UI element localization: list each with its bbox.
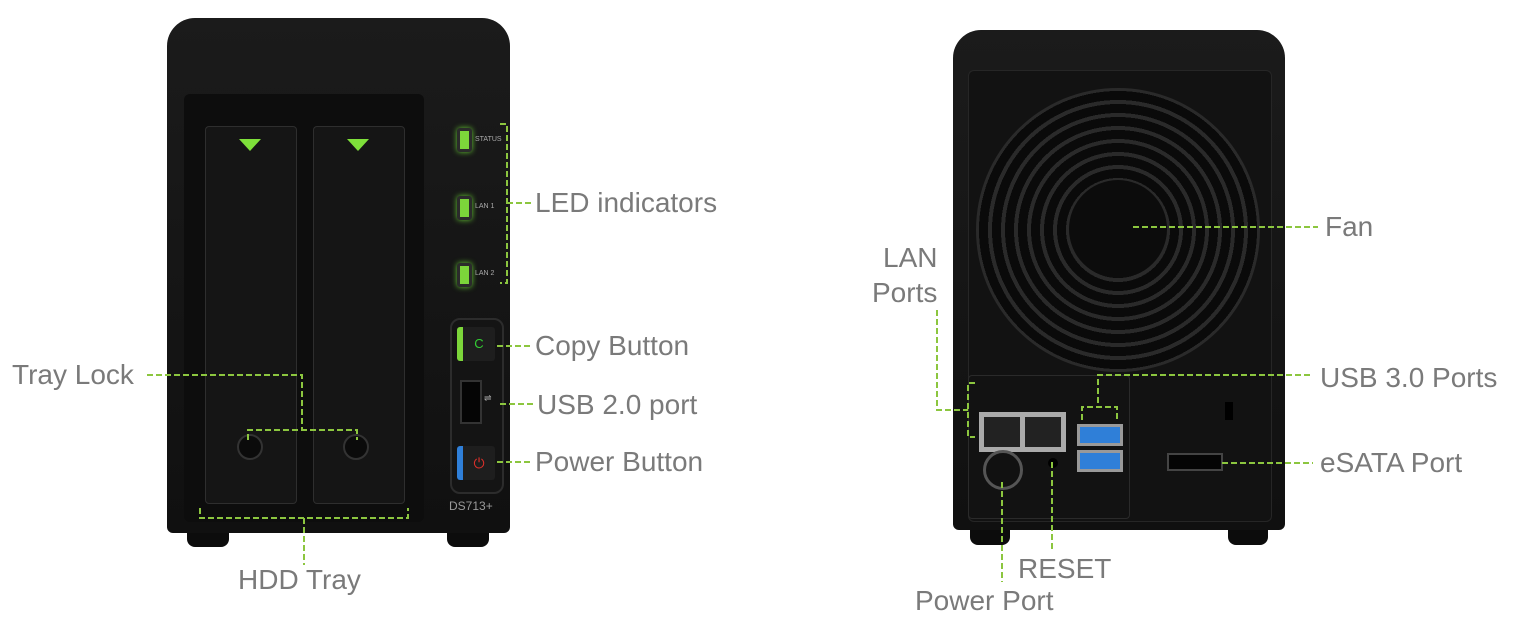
lan-port-2[interactable] bbox=[1020, 412, 1066, 452]
callout-usb2-port: USB 2.0 port bbox=[537, 389, 698, 420]
usb-icon: ⇌ bbox=[484, 393, 492, 403]
power-port[interactable] bbox=[983, 450, 1023, 490]
copy-button[interactable]: C bbox=[457, 327, 495, 361]
callout-power-port: Power Port bbox=[915, 585, 1054, 616]
hdd-tray-bracket bbox=[199, 508, 409, 519]
callout-esata-port: eSATA Port bbox=[1320, 447, 1463, 478]
lan-leader bbox=[936, 310, 968, 411]
fan-hub bbox=[1069, 180, 1167, 278]
usb3-port-1[interactable] bbox=[1077, 424, 1123, 446]
callout-lan-ports-line1: LAN bbox=[883, 242, 938, 273]
lan-bracket bbox=[967, 382, 975, 438]
tray-lock-bracket bbox=[247, 429, 358, 440]
power-icon: ⏻ bbox=[473, 455, 485, 471]
callout-power-button: Power Button bbox=[535, 446, 704, 477]
led-lan1 bbox=[457, 196, 472, 220]
led-lan2 bbox=[457, 263, 472, 287]
usb3-bracket bbox=[1081, 406, 1118, 420]
tray-1-indicator-icon bbox=[239, 139, 261, 151]
led-lan2-label: LAN 2 bbox=[475, 270, 495, 277]
callout-reset: RESET bbox=[1018, 553, 1112, 584]
nas-back bbox=[953, 30, 1285, 530]
usb3-leader bbox=[1097, 374, 1310, 407]
nas-front: STATUS LAN 1 LAN 2 C ⇌ ⏻ DS713+ bbox=[167, 18, 510, 533]
callout-lan-ports-line2: Ports bbox=[872, 277, 938, 308]
led-lan1-label: LAN 1 bbox=[475, 203, 495, 210]
tray-lock-1[interactable] bbox=[237, 434, 263, 460]
tray-lock-leader bbox=[147, 374, 303, 430]
callout-tray-lock: Tray Lock bbox=[12, 359, 134, 390]
callout-copy-button: Copy Button bbox=[535, 330, 690, 361]
copy-icon: C bbox=[474, 336, 484, 351]
led-bracket bbox=[500, 123, 508, 284]
back-foot-right bbox=[1228, 525, 1268, 545]
callout-hdd-tray: HDD Tray bbox=[238, 564, 361, 595]
callout-led-indicators: LED indicators bbox=[535, 187, 718, 218]
usb3-port-2[interactable] bbox=[1077, 450, 1123, 472]
model-label: DS713+ bbox=[449, 499, 493, 513]
usb2-port[interactable] bbox=[460, 380, 482, 424]
io-panel bbox=[968, 375, 1130, 519]
back-foot-left bbox=[970, 525, 1010, 545]
led-status bbox=[457, 128, 472, 152]
callout-fan: Fan bbox=[1325, 211, 1374, 242]
tray-2-indicator-icon bbox=[347, 139, 369, 151]
led-status-label: STATUS bbox=[475, 136, 502, 143]
kensington-slot bbox=[1225, 402, 1233, 420]
callout-usb3-ports: USB 3.0 Ports bbox=[1320, 362, 1498, 393]
power-button[interactable]: ⏻ bbox=[457, 446, 495, 480]
